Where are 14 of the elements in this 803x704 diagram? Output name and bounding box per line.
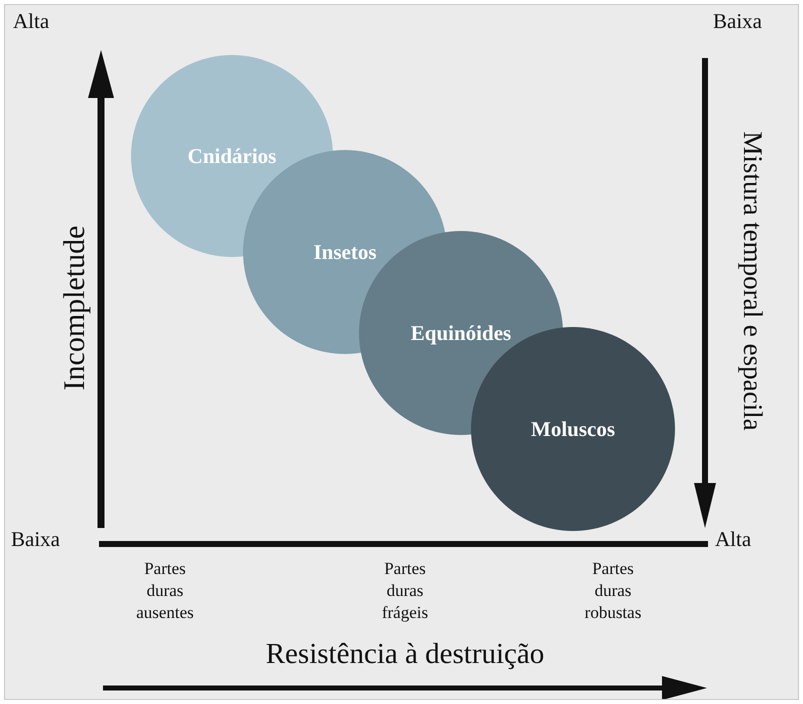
axis-end-label: Baixa: [11, 527, 60, 552]
axis-title: Resistência à destruição: [264, 638, 546, 671]
category-label: Partes duras frágeis: [380, 558, 430, 624]
category-label: Partes duras robustas: [584, 558, 642, 624]
circle-label: Moluscos: [531, 416, 615, 442]
axis-end-label: Alta: [715, 527, 752, 552]
circle-label: Equinóides: [410, 320, 512, 346]
category-label: Partes duras ausentes: [135, 558, 195, 624]
axis-end-label: Alta: [13, 9, 50, 34]
axis-end-label: Baixa: [713, 9, 762, 34]
circle-label: Insetos: [313, 240, 376, 264]
circle-label: Cnidários: [188, 144, 276, 168]
axis-title: Mistura temporal e espacila: [737, 131, 769, 431]
axis-title: Incompletude: [58, 224, 92, 392]
